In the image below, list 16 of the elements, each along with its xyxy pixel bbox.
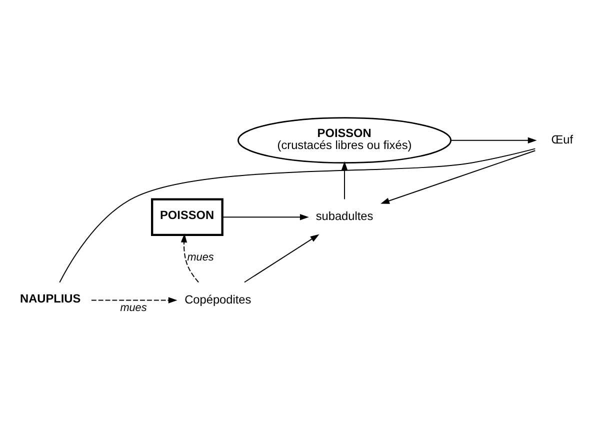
arrow [450, 137, 537, 144]
arrow [341, 161, 348, 200]
edge-label: mues [187, 251, 214, 264]
arrow [244, 234, 320, 283]
edge-label: mues [120, 302, 147, 314]
arrow [380, 150, 536, 204]
connector [59, 148, 536, 283]
node-ellipse: POISSON (crustacés libres ou fixés) [238, 117, 452, 164]
node-text: Copépodites [184, 292, 252, 306]
node-box: POISSON [151, 198, 224, 236]
arrow [222, 214, 309, 220]
arrow [180, 234, 200, 283]
node-text: NAUPLIUS [20, 291, 81, 306]
node-text: subadultes [316, 209, 374, 224]
arrow [91, 297, 178, 304]
node-text: Œuf [551, 132, 574, 146]
